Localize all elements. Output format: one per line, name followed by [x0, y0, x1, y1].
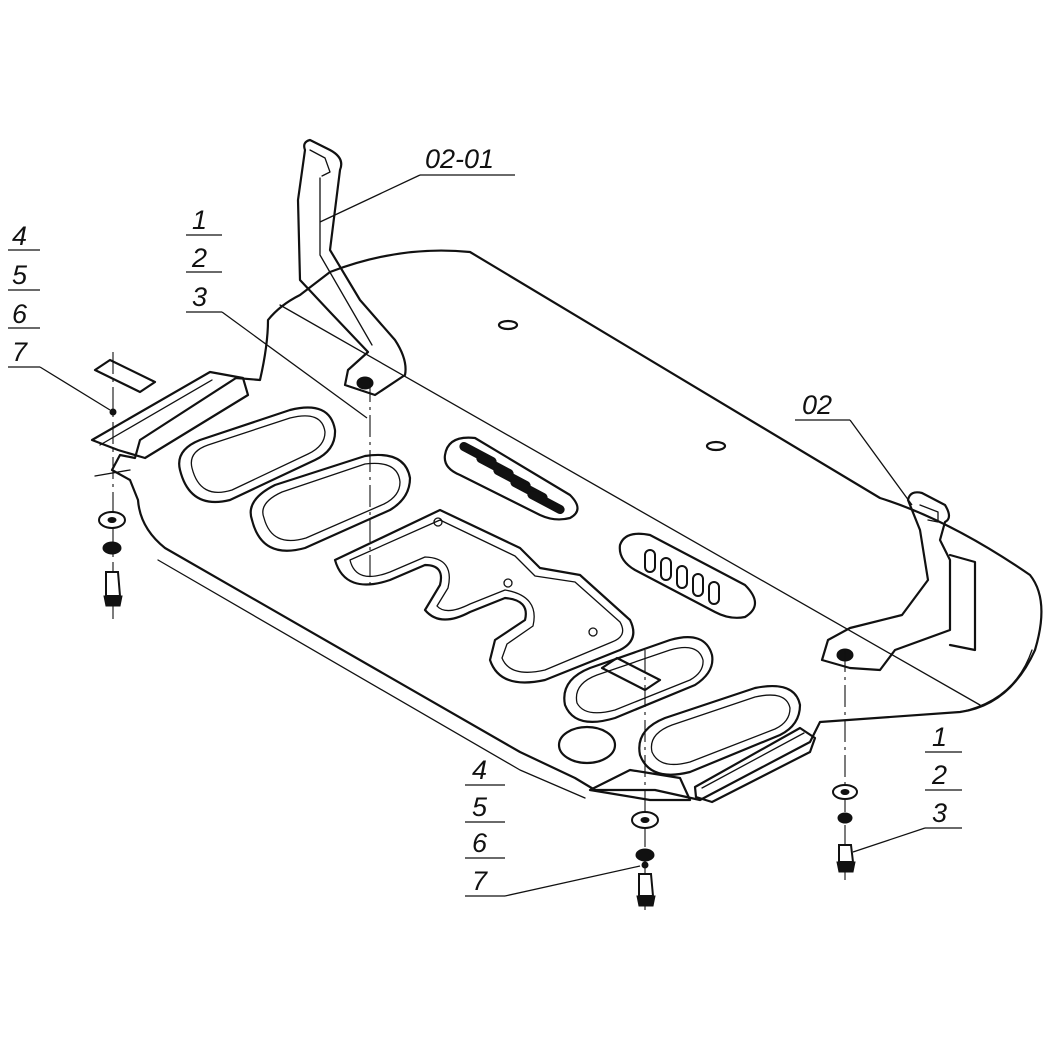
center-strip-plate [600, 656, 662, 692]
plate-front-lip [157, 559, 586, 799]
leader-lines [8, 174, 962, 897]
lock-washer-right [837, 812, 853, 824]
label-right-1: 1 [932, 722, 947, 752]
bracket-02-01 [296, 138, 407, 397]
slot-right-2 [638, 684, 802, 776]
drain-hole [557, 725, 617, 765]
serpentine-opening [333, 508, 635, 684]
vent-lower [618, 532, 757, 619]
label-mid-3: 3 [192, 282, 207, 312]
lock-washer-center [635, 848, 655, 862]
plate-outline [110, 249, 1043, 802]
small-hole-2 [705, 440, 727, 452]
bracket-02-01-body [296, 138, 407, 397]
vent-upper-louvers [459, 441, 565, 515]
label-mid-1: 1 [192, 205, 207, 235]
vent-upper [443, 436, 579, 521]
lock-washer-left [102, 541, 122, 555]
right-side-wall [948, 553, 977, 652]
small-hole-1 [497, 319, 519, 331]
label-left-4: 4 [12, 221, 27, 251]
lower-front-flange [693, 726, 817, 804]
fastener-left [98, 408, 126, 607]
bracket-02-body [820, 491, 952, 672]
label-left-5: 5 [12, 260, 28, 290]
label-mid-2: 2 [191, 243, 207, 273]
front-tab [588, 768, 692, 802]
vent-lower-slots [644, 549, 720, 605]
bolt-center [638, 873, 655, 897]
skid-plate [90, 249, 1043, 804]
label-left-6: 6 [12, 299, 28, 329]
label-bracket-02-01: 02-01 [425, 144, 494, 174]
bracket-02 [820, 491, 952, 672]
fastener-center [631, 811, 659, 907]
label-bottom-4: 4 [472, 755, 487, 785]
slot-left-2 [249, 453, 412, 552]
bolt-right [838, 844, 855, 863]
label-bottom-5: 5 [472, 792, 488, 822]
plate-crease [279, 304, 981, 706]
left-strip-plate [93, 358, 157, 394]
label-bottom-7: 7 [472, 866, 488, 896]
slot-left-1 [178, 406, 337, 504]
label-left-7: 7 [12, 337, 28, 367]
bolt-left [105, 571, 122, 597]
left-front-flange [90, 370, 250, 460]
slot-right-1 [563, 636, 714, 723]
fastener-right [832, 784, 858, 873]
bracket-02-01-hole [356, 376, 374, 390]
label-bracket-02: 02 [802, 390, 832, 420]
label-bottom-6: 6 [472, 828, 488, 858]
label-right-3: 3 [932, 798, 947, 828]
plate-side-lip [959, 649, 1033, 713]
label-right-2: 2 [931, 760, 947, 790]
axis-lines [112, 352, 846, 910]
callout-labels: 4 5 6 7 1 2 3 02-01 02 4 5 6 7 1 2 3 [12, 144, 947, 896]
